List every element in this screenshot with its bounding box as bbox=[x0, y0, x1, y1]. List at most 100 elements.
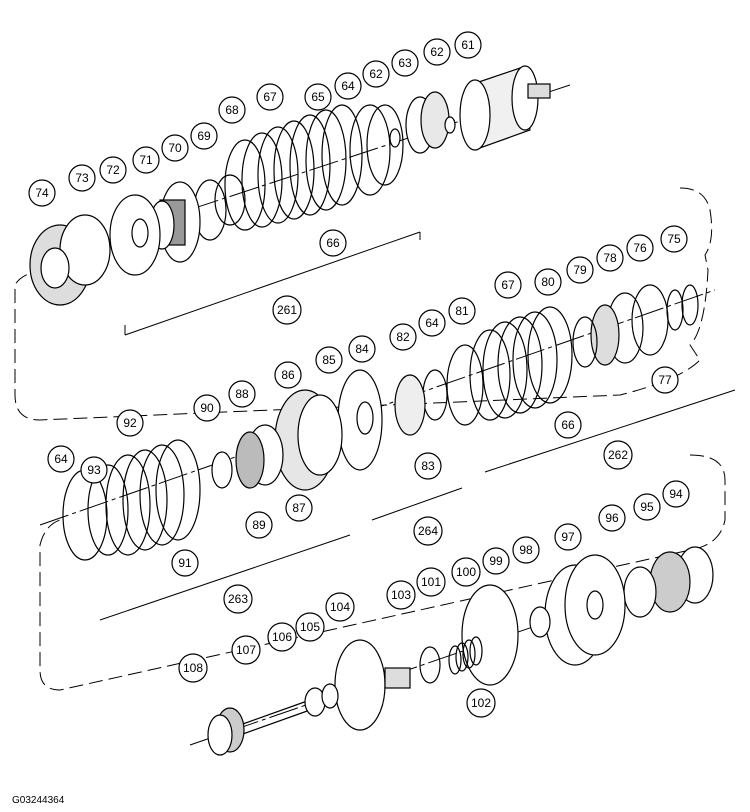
callout-label: 72 bbox=[106, 163, 120, 177]
callout-89: 89 bbox=[245, 511, 273, 539]
part-74-gear bbox=[29, 214, 111, 306]
callout-97: 97 bbox=[554, 523, 582, 551]
callout-label: 102 bbox=[471, 696, 491, 710]
part-107-shaft bbox=[207, 683, 339, 756]
part-94-96-rings bbox=[623, 546, 714, 618]
callout-label: 105 bbox=[300, 620, 320, 634]
callout-62: 62 bbox=[423, 38, 451, 66]
callout-104: 104 bbox=[325, 592, 355, 622]
callout-66: 66 bbox=[554, 411, 582, 439]
callout-label: 66 bbox=[326, 236, 340, 250]
callout-label: 62 bbox=[369, 67, 383, 81]
callout-87: 87 bbox=[285, 494, 313, 522]
callout-label: 69 bbox=[197, 129, 211, 143]
callout-83: 83 bbox=[414, 452, 442, 480]
callout-label: 67 bbox=[501, 278, 515, 292]
callout-label: 77 bbox=[658, 373, 672, 387]
part-63-hub bbox=[389, 91, 456, 154]
callout-label: 261 bbox=[277, 303, 297, 317]
callout-label: 90 bbox=[200, 401, 214, 415]
callout-101: 101 bbox=[416, 567, 446, 597]
callout-label: 264 bbox=[418, 524, 438, 538]
callout-label: 71 bbox=[139, 153, 153, 167]
bracket-261 bbox=[124, 231, 421, 336]
callout-label: 83 bbox=[421, 459, 435, 473]
callout-64: 64 bbox=[334, 72, 362, 100]
callout-label: 62 bbox=[430, 45, 444, 59]
bracket-262 bbox=[484, 389, 736, 473]
callout-100: 100 bbox=[451, 557, 481, 587]
callout-67: 67 bbox=[256, 83, 284, 111]
callout-label: 97 bbox=[561, 530, 575, 544]
callout-label: 263 bbox=[228, 592, 248, 606]
callout-label: 70 bbox=[168, 141, 182, 155]
callout-95: 95 bbox=[633, 493, 661, 521]
part-104-body bbox=[334, 639, 411, 731]
callout-label: 95 bbox=[640, 500, 654, 514]
callout-74: 74 bbox=[28, 179, 56, 207]
callout-62: 62 bbox=[362, 60, 390, 88]
callout-261: 261 bbox=[272, 295, 302, 325]
callout-61: 61 bbox=[454, 31, 482, 59]
dashed-group-boundary bbox=[14, 187, 713, 421]
callout-72: 72 bbox=[99, 156, 127, 184]
callout-label: 100 bbox=[456, 565, 476, 579]
callout-63: 63 bbox=[391, 49, 419, 77]
callout-65: 65 bbox=[304, 83, 332, 111]
callout-85: 85 bbox=[315, 346, 343, 374]
part-61-drum bbox=[459, 65, 551, 151]
callout-92: 92 bbox=[116, 409, 144, 437]
callout-label: 85 bbox=[322, 353, 336, 367]
callout-106: 106 bbox=[267, 622, 297, 652]
callout-71: 71 bbox=[132, 146, 160, 174]
part-85-carrier bbox=[337, 369, 383, 471]
callout-layer: 61 62 63 62 64 65 67 68 69 70 71 72 73 74 66 261 75 76 77 7… bbox=[28, 31, 690, 718]
callout-label: 91 bbox=[178, 556, 192, 570]
callout-84: 84 bbox=[348, 335, 376, 363]
clutch-pack-row1 bbox=[193, 104, 404, 241]
callout-label: 66 bbox=[561, 418, 575, 432]
callout-label: 262 bbox=[608, 448, 628, 462]
callout-70: 70 bbox=[161, 134, 189, 162]
callout-68: 68 bbox=[218, 96, 246, 124]
callout-label: 84 bbox=[355, 342, 369, 356]
callout-label: 64 bbox=[341, 79, 355, 93]
callout-label: 75 bbox=[667, 232, 681, 246]
callout-73: 73 bbox=[68, 164, 96, 192]
callout-label: 78 bbox=[603, 251, 617, 265]
part-86-housing bbox=[274, 389, 343, 491]
callout-label: 108 bbox=[183, 661, 203, 675]
callout-264: 264 bbox=[413, 516, 443, 546]
callout-label: 65 bbox=[311, 90, 325, 104]
callout-88: 88 bbox=[228, 380, 256, 408]
callout-86: 86 bbox=[274, 361, 302, 389]
callout-label: 86 bbox=[281, 368, 295, 382]
callout-label: 107 bbox=[236, 643, 256, 657]
callout-77: 77 bbox=[651, 366, 679, 394]
callout-75: 75 bbox=[660, 225, 688, 253]
callout-label: 88 bbox=[235, 387, 249, 401]
part-100-band bbox=[461, 584, 551, 686]
callout-label: 98 bbox=[519, 543, 533, 557]
callout-76: 76 bbox=[626, 234, 654, 262]
callout-label: 92 bbox=[123, 416, 137, 430]
callout-label: 64 bbox=[54, 452, 68, 466]
bracket-263 bbox=[99, 534, 351, 621]
callout-label: 89 bbox=[252, 518, 266, 532]
callout-label: 87 bbox=[292, 501, 306, 515]
callout-69: 69 bbox=[190, 122, 218, 150]
part-102-spring bbox=[419, 636, 483, 684]
callout-263: 263 bbox=[223, 584, 253, 614]
callout-label: 81 bbox=[455, 304, 469, 318]
callout-label: 99 bbox=[489, 554, 503, 568]
callout-102: 102 bbox=[466, 688, 496, 718]
callout-label: 80 bbox=[541, 275, 555, 289]
callout-105: 105 bbox=[295, 612, 325, 642]
callout-90: 90 bbox=[193, 394, 221, 422]
callout-91: 91 bbox=[171, 549, 199, 577]
callout-label: 106 bbox=[272, 630, 292, 644]
bracket-264 bbox=[371, 487, 463, 521]
callout-64: 64 bbox=[418, 309, 446, 337]
callout-label: 94 bbox=[669, 487, 683, 501]
